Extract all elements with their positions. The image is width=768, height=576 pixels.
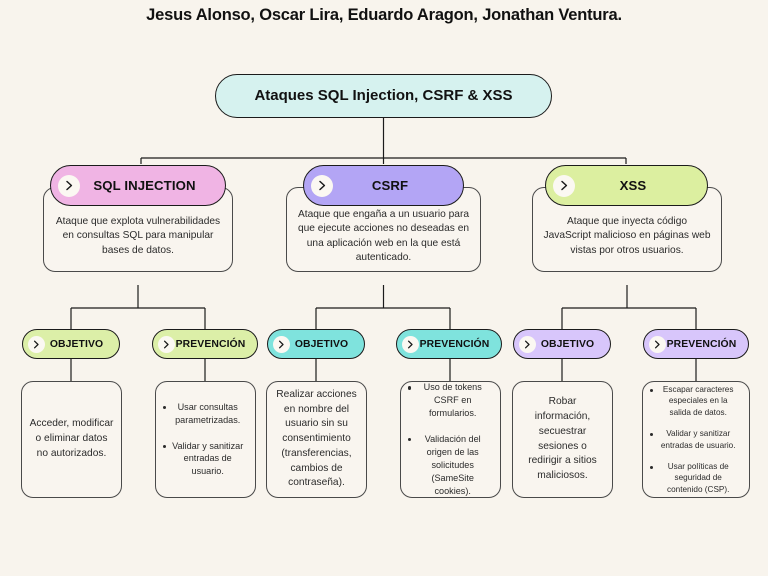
subnode-label: OBJETIVO (294, 338, 349, 350)
branch-description-text: Ataque que engaña a un usuario para que … (297, 208, 470, 263)
subnode-label: OBJETIVO (49, 338, 104, 350)
subnode-xss-prevencion[interactable]: PREVENCIÓN (643, 329, 749, 359)
bullet-icon (650, 433, 654, 437)
branch-label: SQL INJECTION (93, 178, 196, 193)
chevron-right-icon (519, 335, 536, 353)
subnode-csrf-objetivo[interactable]: OBJETIVO (267, 329, 365, 359)
branch-label: CSRF (371, 178, 409, 193)
subnode-sql-objetivo[interactable]: OBJETIVO (22, 329, 120, 359)
chevron-right-icon (553, 174, 575, 197)
chevron-right-icon (58, 174, 80, 197)
bullet-icon (650, 465, 654, 470)
leaf-text: Robar información, secuestrar sesiones o… (528, 396, 597, 482)
bullet-text: Validar y sanitizar entradas de usuario. (172, 440, 244, 477)
branch-header-csrf[interactable]: CSRF (303, 165, 464, 206)
subnode-label: PREVENCIÓN (419, 338, 490, 350)
bullet-text: Usar consultas parametrizadas. (175, 401, 241, 425)
leaf-text: Acceder, modificar o eliminar datos no a… (29, 418, 114, 459)
chevron-right-icon (402, 335, 419, 353)
leaf-card-sql-prevencion: Usar consultas parametrizadas. Validar y… (155, 381, 256, 498)
bullet-icon (408, 438, 412, 442)
list-item: Validación del origen de las solicitudes… (408, 433, 493, 498)
list-item: Validar y sanitizar entradas de usuario. (163, 440, 248, 479)
chevron-right-icon (649, 335, 666, 353)
list-item: Usar políticas de seguridad de contenido… (650, 461, 742, 495)
leaf-card-csrf-prevencion: Uso de tokens CSRF en formularios. Valid… (400, 381, 501, 498)
chevron-right-icon (311, 174, 333, 197)
subnode-sql-prevencion[interactable]: PREVENCIÓN (152, 329, 258, 359)
subnode-label: PREVENCIÓN (175, 338, 246, 350)
leaf-text: Realizar acciones en nombre del usuario … (276, 388, 357, 489)
bullet-icon (163, 405, 167, 410)
list-item: Usar consultas parametrizadas. (163, 401, 248, 427)
root-node[interactable]: Ataques SQL Injection, CSRF & XSS (215, 74, 552, 118)
list-item: Uso de tokens CSRF en formularios. (408, 381, 493, 420)
leaf-card-sql-objetivo: Acceder, modificar o eliminar datos no a… (21, 381, 122, 498)
list-item: Validar y sanitizar entradas de usuario. (650, 428, 742, 451)
branch-header-xss[interactable]: XSS (545, 165, 708, 206)
page-title: Jesus Alonso, Oscar Lira, Eduardo Aragon… (146, 6, 622, 24)
leaf-card-csrf-objetivo: Realizar acciones en nombre del usuario … (266, 381, 367, 498)
leaf-card-xss-prevencion: Escapar caracteres especiales en la sali… (642, 381, 750, 498)
subnode-label: PREVENCIÓN (666, 338, 737, 350)
branch-label: XSS (619, 178, 647, 193)
subnode-xss-objetivo[interactable]: OBJETIVO (513, 329, 611, 359)
bullet-text: Uso de tokens CSRF en formularios. (423, 382, 482, 419)
leaf-bullet-list: Escapar caracteres especiales en la sali… (650, 384, 742, 496)
bullet-text: Validación del origen de las solicitudes… (424, 434, 481, 496)
bullet-icon (163, 444, 167, 448)
bullet-text: Validar y sanitizar entradas de usuario. (660, 429, 736, 450)
leaf-bullet-list: Usar consultas parametrizadas. Validar y… (163, 401, 248, 479)
branch-description-text: Ataque que inyecta código JavaScript mal… (543, 215, 711, 256)
leaf-card-xss-objetivo: Robar información, secuestrar sesiones o… (512, 381, 613, 498)
list-item: Escapar caracteres especiales en la sali… (650, 384, 742, 418)
branch-header-sql-injection[interactable]: SQL INJECTION (50, 165, 226, 206)
leaf-bullet-list: Uso de tokens CSRF en formularios. Valid… (408, 381, 493, 497)
subnode-label: OBJETIVO (540, 338, 595, 350)
chevron-right-icon (158, 335, 175, 353)
subnode-csrf-prevencion[interactable]: PREVENCIÓN (396, 329, 502, 359)
bullet-icon (650, 388, 654, 392)
bullet-text: Escapar caracteres especiales en la sali… (662, 384, 734, 417)
chevron-right-icon (28, 335, 45, 353)
bullet-icon (408, 386, 412, 390)
bullet-text: Usar políticas de seguridad de contenido… (667, 461, 730, 494)
branch-description-text: Ataque que explota vulnerabilidades en c… (55, 215, 221, 256)
chevron-right-icon (273, 335, 290, 353)
